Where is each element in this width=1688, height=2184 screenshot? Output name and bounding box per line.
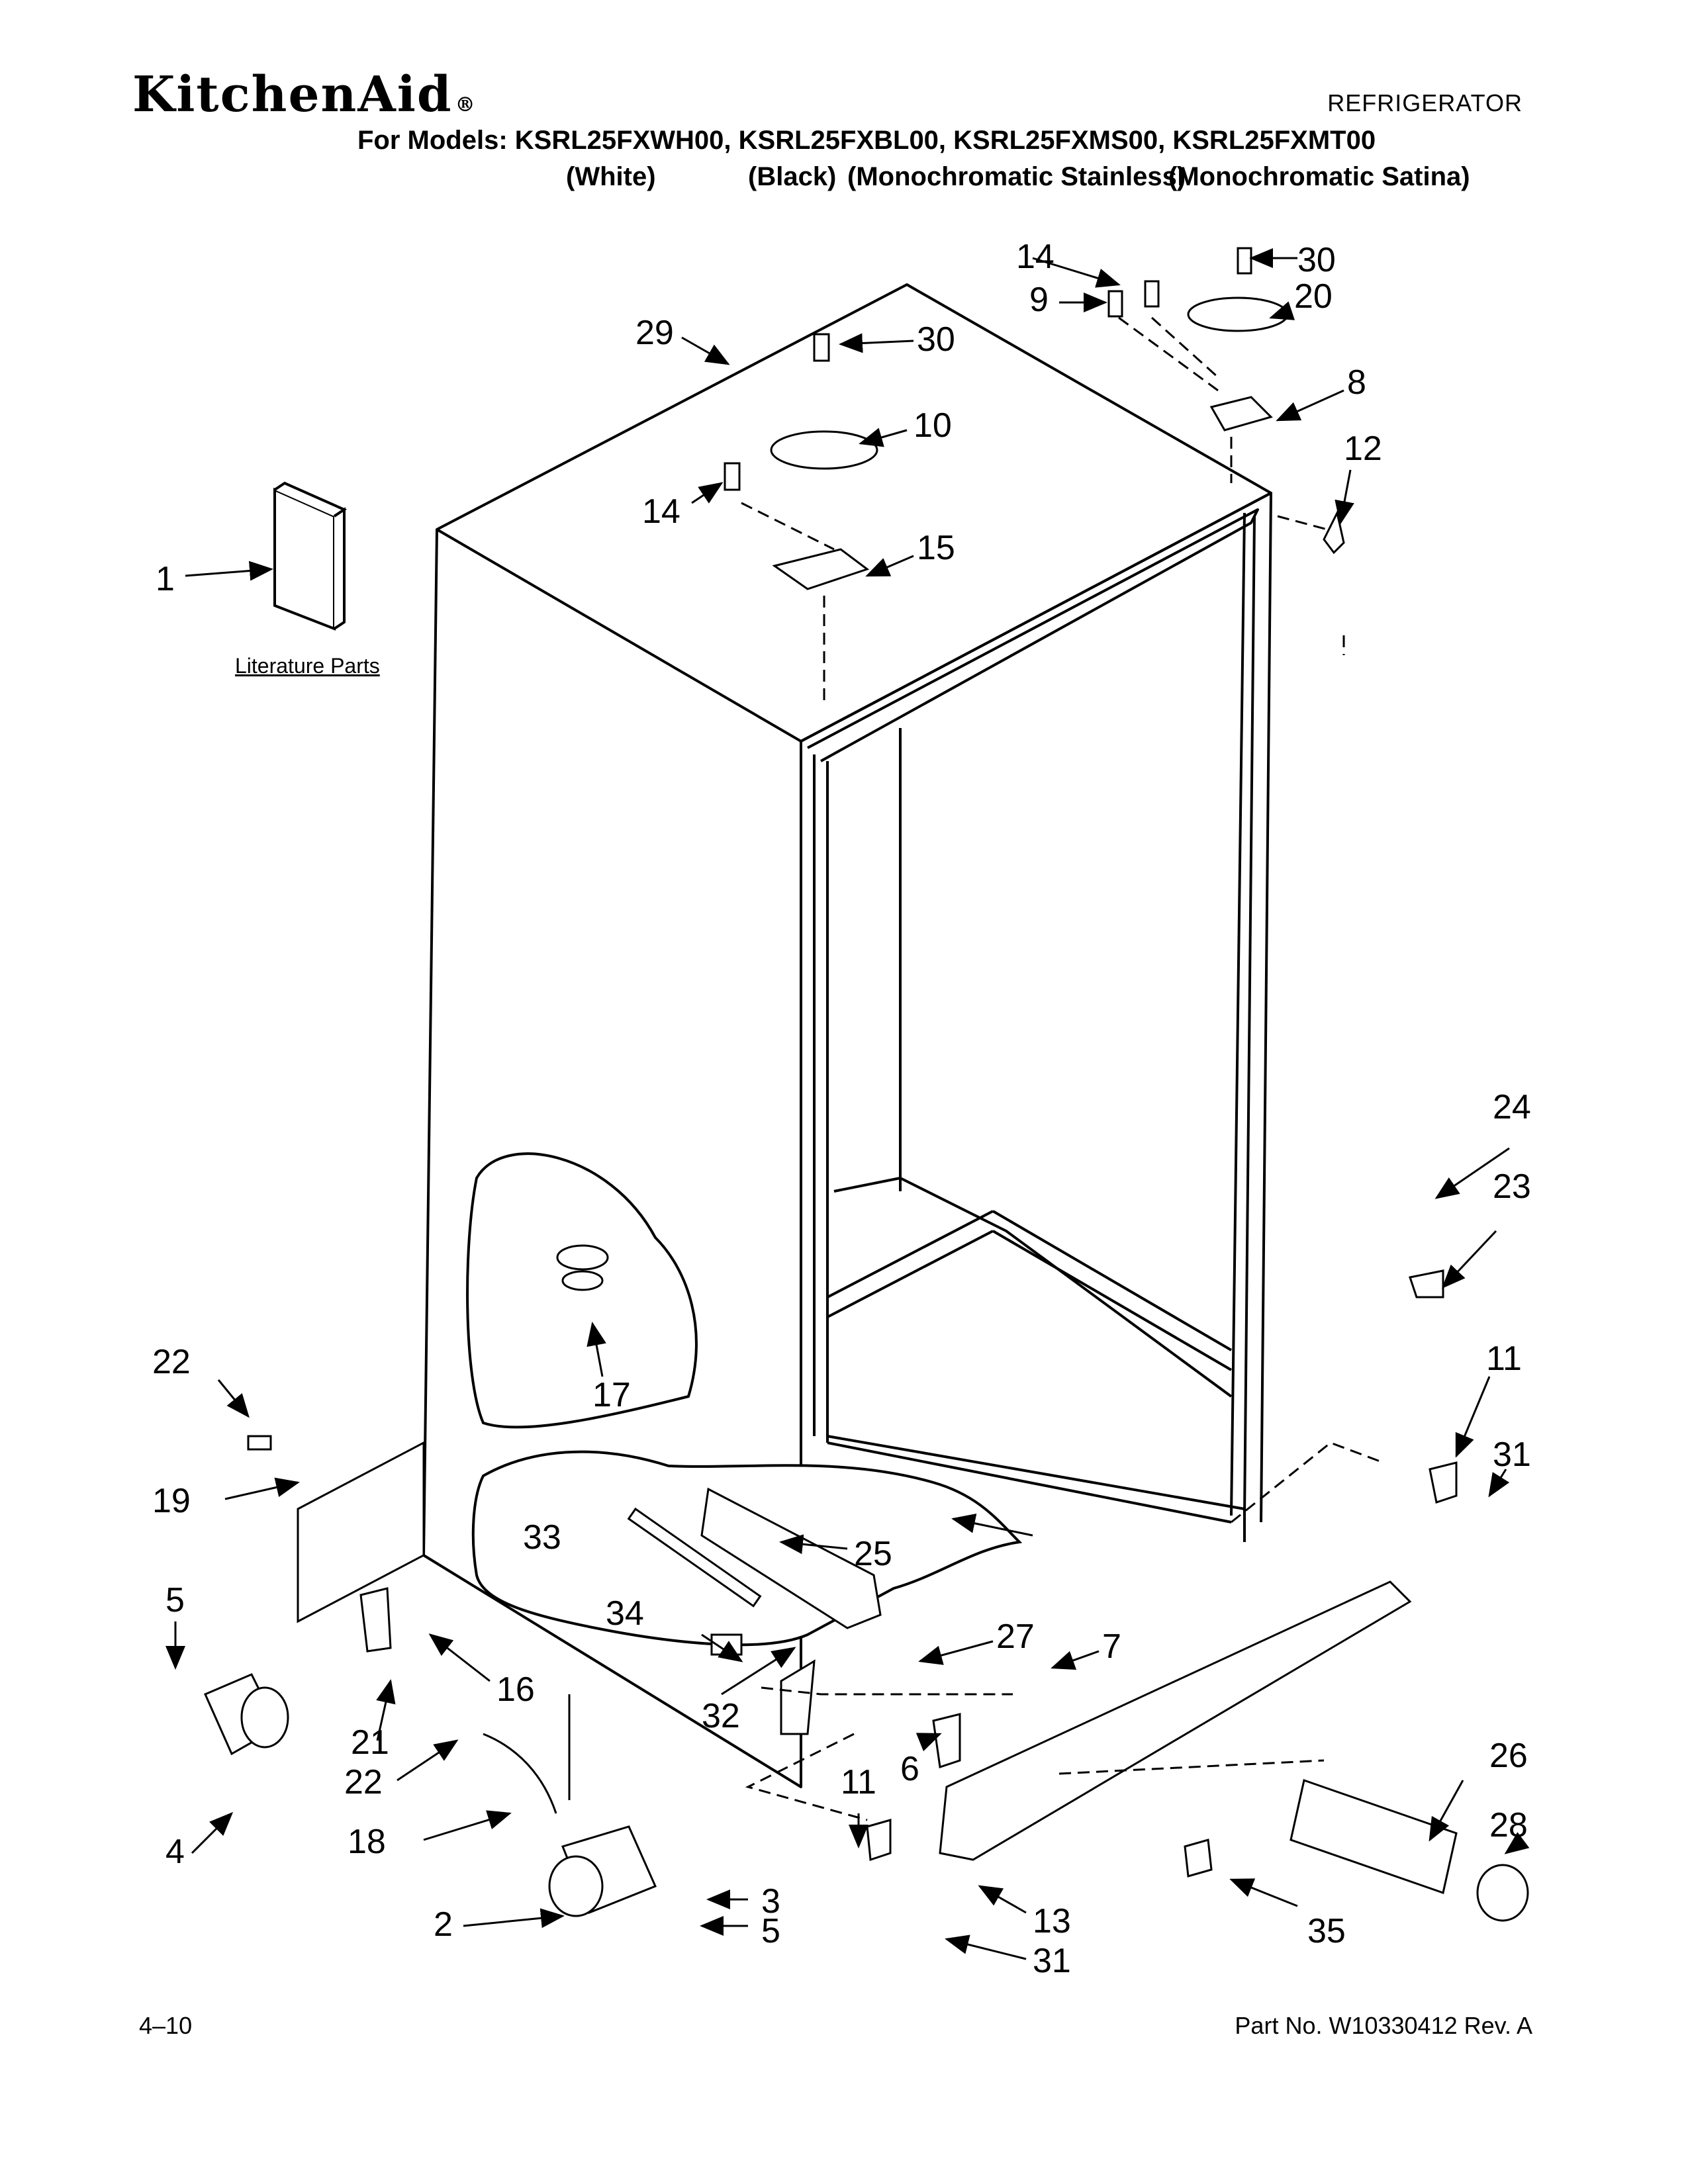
screw-part [1107, 290, 1123, 318]
callout-labels: 1 2 3 4 5 5 6 7 8 9 10 11 11 12 13 14 14… [152, 238, 1531, 1980]
callout-number: 23 [1493, 1167, 1531, 1206]
registered-mark: ® [455, 93, 477, 116]
filter-cap-part [1476, 1864, 1529, 1922]
grille-part [297, 1441, 425, 1623]
callout-number: 7 [1102, 1627, 1121, 1666]
hinge-part [1409, 1269, 1444, 1298]
variant-stainless: (Monochromatic Stainless) [847, 162, 1186, 191]
screw-part [247, 1435, 272, 1451]
callout-number: 8 [1347, 363, 1366, 402]
callout-number: 4 [165, 1833, 185, 1871]
callout-number: 31 [1493, 1435, 1531, 1474]
hinge-part [1209, 396, 1273, 432]
callout-number: 29 [635, 314, 674, 352]
document-type: REFRIGERATOR [1327, 89, 1523, 116]
pivot-part [1429, 1461, 1458, 1504]
callout-number: 2 [434, 1905, 453, 1944]
bypass-cap-part [1184, 1839, 1213, 1878]
page-number: 4–10 [139, 2012, 193, 2039]
flange-part [556, 1244, 609, 1271]
screw-part [813, 333, 830, 362]
callout-number: 27 [996, 1617, 1035, 1656]
hinge-cover-part [1187, 296, 1289, 332]
callout-number: 1 [156, 560, 175, 598]
callout-number: 22 [152, 1343, 191, 1381]
screw-part [724, 462, 741, 491]
guide-lines [741, 316, 1384, 1821]
screw-part [1237, 247, 1252, 275]
callout-number: 15 [917, 529, 955, 567]
callout-number: 26 [1489, 1737, 1528, 1775]
screw-part [1144, 280, 1160, 308]
flange-part [561, 1270, 604, 1291]
hinge-cover-part [770, 430, 878, 470]
callout-number: 5 [165, 1581, 185, 1619]
roller-wheel-part [240, 1686, 289, 1749]
callout-number: 31 [1033, 1942, 1071, 1980]
callout-number: 34 [606, 1594, 644, 1633]
callout-number: 30 [1297, 241, 1336, 279]
literature-parts-label: Literature Parts [235, 654, 380, 678]
callout-number: 3 [761, 1882, 780, 1921]
callout-number: 35 [1307, 1912, 1346, 1950]
pivot-part [866, 1819, 892, 1862]
callout-number: 25 [854, 1535, 892, 1573]
part-number: Part No. W10330412 Rev. A [1235, 2012, 1532, 2039]
brand-name: KitchenAid [132, 66, 453, 123]
clip-part [932, 1713, 961, 1768]
callout-number: 9 [1029, 281, 1049, 319]
tube-part [627, 1507, 762, 1608]
callout-number: 14 [642, 492, 680, 531]
callout-number: 32 [702, 1697, 740, 1735]
callout-number: 12 [1344, 430, 1382, 468]
roller-wheel-part [548, 1855, 604, 1917]
callout-number: 22 [344, 1763, 383, 1801]
callout-number: 11 [841, 1763, 876, 1801]
callout-number: 24 [1493, 1088, 1531, 1126]
brand-logo: KitchenAid® [132, 66, 477, 123]
callout-number: 28 [1489, 1806, 1528, 1844]
bracket-part [359, 1587, 392, 1653]
cabinet [422, 283, 1272, 1788]
callout-number: 6 [900, 1750, 919, 1788]
variant-satina: (Monochromatic Satina) [1168, 162, 1470, 191]
callout-number: 5 [761, 1912, 780, 1950]
callout-number: 13 [1033, 1902, 1071, 1940]
callout-number: 20 [1294, 277, 1333, 316]
callout-arrows [165, 248, 1530, 1960]
callout-number: 14 [1016, 238, 1055, 276]
model-variants: (White) (Black) (Monochromatic Stainless… [0, 162, 1688, 202]
callout-number: 30 [917, 320, 955, 359]
callout-number: 21 [351, 1723, 389, 1762]
models-line: For Models: KSRL25FXWH00, KSRL25FXBL00, … [357, 126, 1376, 155]
callout-number: 19 [152, 1482, 191, 1520]
filter-cartridge-part [1289, 1779, 1458, 1894]
literature-book [273, 481, 348, 631]
callout-number: 33 [523, 1518, 561, 1557]
variant-white: (White) [566, 162, 656, 191]
toe-grille-part [939, 1580, 1412, 1861]
callout-number: 11 [1486, 1340, 1522, 1378]
tube-part [483, 1733, 557, 1814]
water-valve-part [700, 1487, 882, 1629]
callout-number: 18 [348, 1823, 386, 1861]
callout-number: 16 [496, 1670, 535, 1709]
callout-number: 17 [592, 1376, 631, 1414]
bracket-part [780, 1659, 816, 1735]
variant-black: (Black) [748, 162, 837, 191]
callout-number: 10 [914, 406, 952, 445]
